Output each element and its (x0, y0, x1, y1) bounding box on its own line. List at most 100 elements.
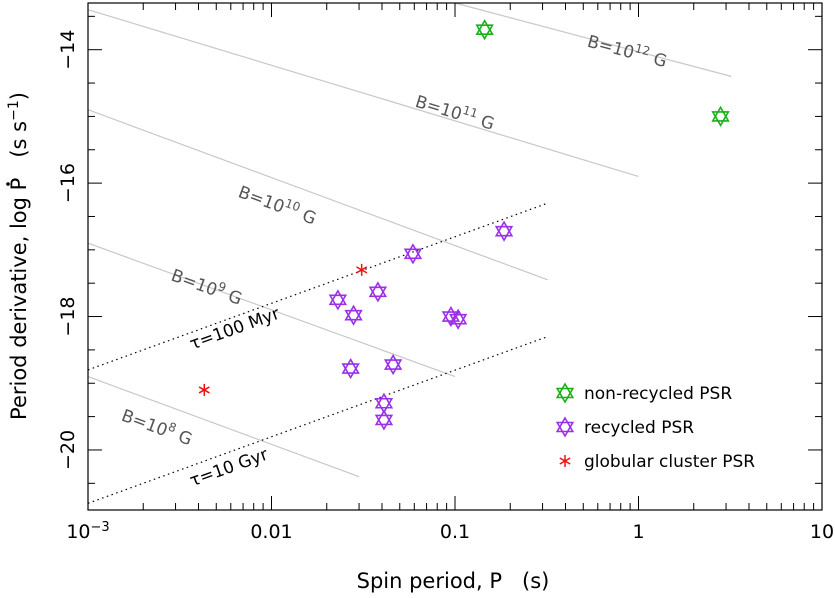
field-line (87, 109, 548, 281)
y-tick-label: −20 (57, 430, 79, 470)
point-recycled-up-triangle (383, 353, 403, 370)
field-line-label: B=109 G (168, 263, 245, 310)
x-tick-label-text: 0.1 (440, 521, 470, 543)
y-tick-label: −18 (57, 296, 79, 336)
point-recycled (328, 289, 348, 311)
y-axis-label: Period derivative, log P (s s−1) (6, 92, 31, 420)
point-non-recycled-down-triangle (475, 24, 494, 41)
legend: non-recycled PSR recycled PSR globular clu… (555, 382, 755, 472)
x-tick-label-text: 0.01 (250, 521, 292, 543)
point-globular-stroke (198, 386, 210, 394)
legend-marker (555, 416, 575, 438)
legend-marker-down-triangle (555, 421, 575, 438)
point-non-recycled-down-triangle (711, 111, 730, 128)
point-non-recycled (711, 105, 730, 128)
x-tick-label: 0.01 (250, 521, 292, 543)
x-tick-label-text: 1 (632, 521, 644, 543)
legend-label: recycled PSR (584, 418, 694, 438)
legend-marker-down-triangle (555, 387, 575, 404)
field-line-label-sup: 12 (633, 41, 651, 58)
point-recycled-down-triangle (374, 414, 394, 431)
field-line (454, 2, 732, 77)
field-line-label-unit: G (473, 110, 497, 135)
point-non-recycled (475, 19, 494, 41)
point-recycled-down-triangle (383, 359, 403, 376)
field-line (87, 9, 639, 178)
field-line-label-sup: 11 (461, 103, 480, 121)
point-recycled-down-triangle (344, 309, 363, 326)
legend-marker (555, 382, 575, 404)
field-line-label: B=1010 G (235, 180, 319, 230)
point-recycled-down-triangle (494, 225, 514, 242)
point-non-recycled-up-triangle (711, 105, 730, 122)
legend-marker-stroke (559, 457, 571, 465)
data-points (198, 19, 730, 431)
point-recycled-up-triangle (328, 289, 348, 306)
x-tick-label-text: 10 (810, 521, 834, 543)
age-line (87, 202, 548, 371)
field-line-label-base: B=10 (585, 32, 636, 64)
point-recycled-up-triangle (403, 243, 423, 260)
field-line-label: B=108 G (119, 403, 196, 450)
x-axis-label: Spin period, P (s) (357, 569, 550, 593)
field-line (87, 242, 456, 378)
point-non-recycled-up-triangle (475, 19, 494, 35)
y-axis-label-close: ) (7, 92, 31, 100)
legend-label: non-recycled PSR (584, 384, 732, 404)
point-recycled (383, 353, 403, 376)
point-recycled (368, 281, 388, 303)
y-axis-label-group: Period derivative, log P (s s−1) (6, 92, 31, 420)
y-tick-label: −16 (57, 163, 79, 203)
point-recycled-down-triangle (368, 286, 388, 303)
y-axis-label-suffix: (s s (7, 121, 31, 178)
point-recycled-up-triangle (341, 357, 360, 374)
point-recycled-up-triangle (374, 392, 394, 409)
field-line-label-base: B=10 (119, 406, 171, 441)
point-recycled-down-triangle (403, 248, 423, 265)
field-line-label-base: B=10 (235, 182, 287, 217)
x-tick-label: 10 (810, 521, 834, 543)
point-recycled-up-triangle (494, 220, 514, 237)
point-recycled-down-triangle (341, 363, 360, 380)
point-recycled-down-triangle (328, 294, 348, 311)
field-line-label-unit: G (646, 48, 669, 72)
y-tick-label: −14 (57, 30, 79, 70)
y-axis-label-symbol: P (7, 178, 31, 191)
x-tick-label-sup: −3 (91, 520, 110, 535)
point-recycled-up-triangle (448, 308, 468, 325)
point-recycled (374, 392, 394, 414)
x-tick-label-base: 10 (66, 521, 90, 543)
field-line-label-sup: 9 (216, 279, 228, 295)
field-line-label: B=1012 G (585, 29, 670, 72)
legend-marker-up-triangle (555, 382, 575, 399)
point-recycled (374, 409, 394, 431)
y-axis-label-prefix: Period derivative, log (7, 190, 31, 420)
point-globular (356, 263, 368, 276)
legend-label: globular cluster PSR (584, 452, 755, 472)
x-tick-label: 1 (632, 521, 644, 543)
point-recycled (448, 308, 468, 330)
x-tick-label: 0.1 (440, 521, 470, 543)
point-recycled-up-triangle (368, 281, 388, 298)
point-recycled (344, 304, 363, 326)
point-recycled (341, 357, 360, 380)
axis-ticks (87, 3, 822, 510)
x-tick-label: 10−3 (66, 520, 109, 544)
point-recycled (494, 220, 514, 242)
point-recycled-down-triangle (441, 311, 461, 328)
point-recycled-up-triangle (344, 304, 363, 321)
y-axis-label-sup: −1 (6, 100, 22, 121)
point-recycled-down-triangle (374, 397, 394, 414)
field-line-label: B=1011 G (413, 89, 498, 135)
p-dot-mark (6, 182, 10, 186)
point-recycled-down-triangle (448, 313, 468, 330)
point-recycled-up-triangle (374, 409, 394, 426)
field-lines: B=1012 GB=1011 GB=1010 GB=109 GB=108 G (87, 2, 732, 478)
field-line (87, 376, 360, 478)
field-line-label-base: B=10 (413, 92, 464, 125)
field-line-label-base: B=10 (168, 266, 220, 301)
field-line-label-sup: 10 (283, 196, 302, 214)
